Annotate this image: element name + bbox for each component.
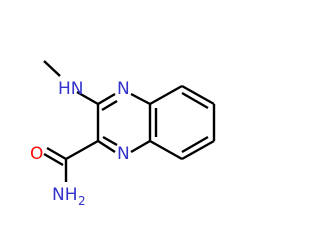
bond-c7-c8 [181, 139, 215, 161]
bond-methyl-nh [43, 60, 61, 77]
label-ring-n-top: N [117, 79, 130, 99]
molecule-structure: HN N N O NH 2 [30, 60, 216, 208]
bond-n1-c2 [97, 139, 116, 154]
label-carbonyl-o: O [30, 144, 43, 164]
bond-c5-c6-inner [181, 91, 209, 110]
atom-labels: HN N N O NH 2 [30, 79, 130, 208]
label-amide-nh: NH [52, 185, 78, 205]
bond-n4-c4a [130, 92, 151, 106]
bond-carbonyl-o [46, 146, 67, 161]
bond-n1-c2-inner [102, 135, 118, 147]
bond-c2-carbonyl [65, 139, 99, 161]
bonds [43, 60, 216, 182]
bond-c4a-c5 [149, 84, 183, 106]
bond-c5-c6 [181, 84, 215, 106]
bond-c7-c8-inner [181, 135, 209, 154]
bond-carbonyl-o-inner [43, 152, 64, 167]
bond-nh-c3 [76, 90, 99, 106]
label-methylamino-nh: HN [58, 79, 84, 99]
bond-c3-n4-inner [101, 99, 118, 112]
bond-c8-c8a [149, 139, 183, 161]
bond-c8a-n1 [130, 139, 151, 154]
label-amide-nh-subscript: 2 [78, 194, 86, 208]
bond-c3-n4 [97, 92, 116, 106]
label-ring-n-bottom: N [117, 144, 130, 164]
